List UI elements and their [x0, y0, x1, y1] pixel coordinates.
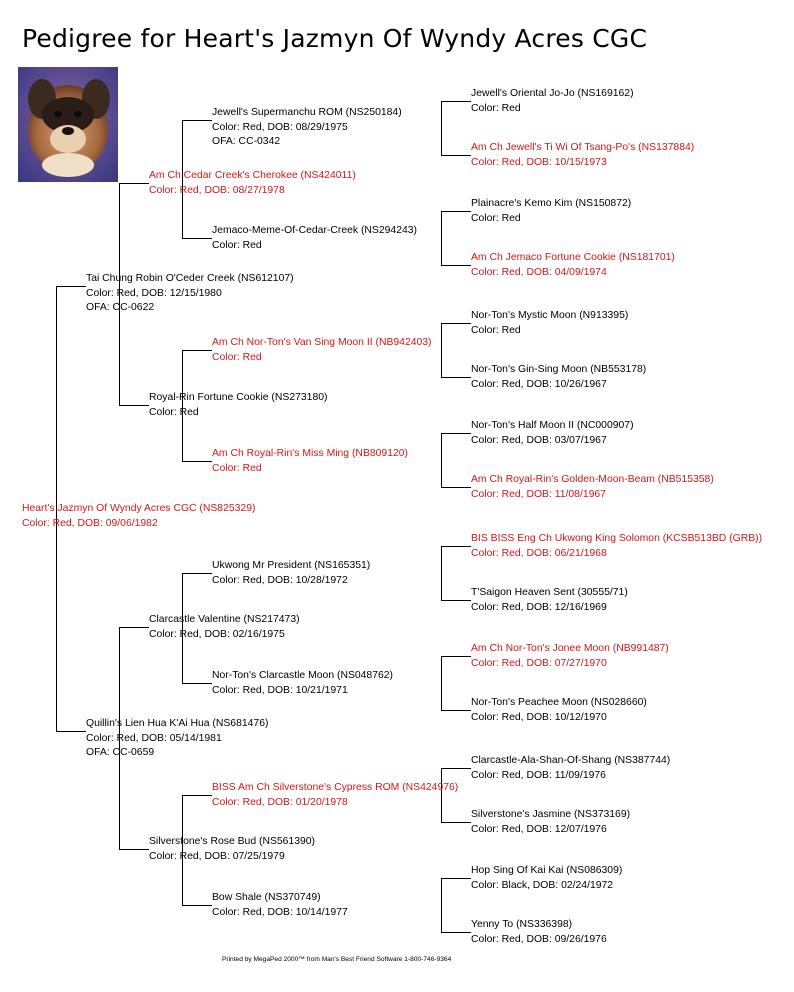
dog-name: Bow Shale (NS370749) — [212, 891, 348, 906]
dog-name: Nor-Ton's Clarcastle Moon (NS048762) — [212, 669, 393, 684]
color-dob: Color: Red, DOB: 10/14/1977 — [212, 906, 348, 921]
color-dob: Color: Red, DOB: 05/14/1981 — [86, 732, 268, 747]
color-dob: Color: Red, DOB: 03/07/1967 — [471, 434, 634, 449]
dog-name: Jewell's Supermanchu ROM (NS250184) — [212, 106, 402, 121]
dog-name: Nor-Ton's Mystic Moon (N913395) — [471, 309, 628, 324]
pedigree-entry: Nor-Ton's Gin-Sing Moon (NB553178)Color:… — [471, 363, 646, 392]
pedigree-entry: Silverstone's Jasmine (NS373169)Color: R… — [471, 808, 630, 837]
dog-name: Tai Chung Robin O'Ceder Creek (NS612107) — [86, 272, 294, 287]
color-dob: Color: Red, DOB: 09/26/1976 — [471, 933, 607, 948]
ofa-number: OFA: CC-0659 — [86, 746, 268, 761]
color-dob: Color: Red, DOB: 10/21/1971 — [212, 684, 393, 699]
dog-name: Nor-Ton's Gin-Sing Moon (NB553178) — [471, 363, 646, 378]
pedigree-entry: Nor-Ton's Half Moon II (NC000907)Color: … — [471, 419, 634, 448]
dog-name: Am Ch Jewell's Ti Wi Of Tsang-Po's (NS13… — [471, 141, 694, 156]
pedigree-entry: Bow Shale (NS370749)Color: Red, DOB: 10/… — [212, 891, 348, 920]
pedigree-entry: Clarcastle-Ala-Shan-Of-Shang (NS387744)C… — [471, 754, 670, 783]
color-dob: Color: Red, DOB: 01/20/1978 — [212, 796, 458, 811]
dog-name: Jemaco-Meme-Of-Cedar-Creek (NS294243) — [212, 224, 417, 239]
dog-name: Yenny To (NS336398) — [471, 918, 607, 933]
dog-name: Heart's Jazmyn Of Wyndy Acres CGC (NS825… — [22, 502, 255, 517]
color-dob: Color: Red — [212, 239, 417, 254]
color-dob: Color: Black, DOB: 02/24/1972 — [471, 879, 622, 894]
dog-name: Am Ch Royal-Rin's Miss Ming (NB809120) — [212, 447, 408, 462]
pedigree-entry: Yenny To (NS336398)Color: Red, DOB: 09/2… — [471, 918, 607, 947]
dog-name: Nor-Ton's Half Moon II (NC000907) — [471, 419, 634, 434]
pedigree-entry: Jewell's Oriental Jo-Jo (NS169162)Color:… — [471, 87, 634, 116]
color-dob: Color: Red — [149, 406, 327, 421]
dog-name: Hop Sing Of Kai Kai (NS086309) — [471, 864, 622, 879]
color-dob: Color: Red — [471, 212, 631, 227]
color-dob: Color: Red, DOB: 11/08/1967 — [471, 488, 714, 503]
dog-name: Am Ch Jemaco Fortune Cookie (NS181701) — [471, 251, 675, 266]
dog-name: Nor-Ton's Peachee Moon (NS028660) — [471, 696, 647, 711]
pedigree-entry: Nor-Ton's Clarcastle Moon (NS048762)Colo… — [212, 669, 393, 698]
pedigree-entry: Am Ch Royal-Rin's Golden-Moon-Beam (NB51… — [471, 473, 714, 502]
dog-name: Quillin's Lien Hua K'Ai Hua (NS681476) — [86, 717, 268, 732]
pedigree-entry: Plainacre's Kemo Kim (NS150872)Color: Re… — [471, 197, 631, 226]
pedigree-entry: Jewell's Supermanchu ROM (NS250184)Color… — [212, 106, 402, 150]
dog-name: Am Ch Royal-Rin's Golden-Moon-Beam (NB51… — [471, 473, 714, 488]
color-dob: Color: Red, DOB: 09/06/1982 — [22, 517, 255, 532]
ofa-number: OFA: CC-0342 — [212, 135, 402, 150]
color-dob: Color: Red, DOB: 12/15/1980 — [86, 287, 294, 302]
printed-by-footer: Printed by MegaPed 2000™ from Man's Best… — [222, 956, 451, 963]
dog-name: Royal-Rin Fortune Cookie (NS273180) — [149, 391, 327, 406]
pedigree-entry: Silverstone's Rose Bud (NS561390)Color: … — [149, 835, 315, 864]
pedigree-entry: Quillin's Lien Hua K'Ai Hua (NS681476)Co… — [86, 717, 268, 761]
color-dob: Color: Red — [471, 102, 634, 117]
dog-name: Jewell's Oriental Jo-Jo (NS169162) — [471, 87, 634, 102]
color-dob: Color: Red, DOB: 12/16/1969 — [471, 601, 628, 616]
dog-name: Silverstone's Jasmine (NS373169) — [471, 808, 630, 823]
color-dob: Color: Red, DOB: 11/09/1976 — [471, 769, 670, 784]
color-dob: Color: Red, DOB: 06/21/1968 — [471, 547, 762, 562]
pedigree-entry: BIS BISS Eng Ch Ukwong King Solomon (KCS… — [471, 532, 762, 561]
dog-name: Am Ch Cedar Creek's Cherokee (NS424011) — [149, 169, 356, 184]
color-dob: Color: Red, DOB: 07/27/1970 — [471, 657, 669, 672]
pedigree-entry: Hop Sing Of Kai Kai (NS086309)Color: Bla… — [471, 864, 622, 893]
pedigree-entry: Am Ch Royal-Rin's Miss Ming (NB809120)Co… — [212, 447, 408, 476]
pedigree-entry: Ukwong Mr President (NS165351)Color: Red… — [212, 559, 370, 588]
pedigree-entry: Clarcastle Valentine (NS217473)Color: Re… — [149, 613, 300, 642]
dog-name: Plainacre's Kemo Kim (NS150872) — [471, 197, 631, 212]
dog-name: BISS Am Ch Silverstone's Cypress ROM (NS… — [212, 781, 458, 796]
pedigree-entry: Tai Chung Robin O'Ceder Creek (NS612107)… — [86, 272, 294, 316]
ofa-number: OFA: CC-0622 — [86, 301, 294, 316]
color-dob: Color: Red, DOB: 08/27/1978 — [149, 184, 356, 199]
color-dob: Color: Red — [471, 324, 628, 339]
dog-name: Am Ch Nor-Ton's Jonee Moon (NB991487) — [471, 642, 669, 657]
pedigree-entry: Am Ch Cedar Creek's Cherokee (NS424011)C… — [149, 169, 356, 198]
pedigree-entry: Jemaco-Meme-Of-Cedar-Creek (NS294243)Col… — [212, 224, 417, 253]
color-dob: Color: Red — [212, 351, 432, 366]
dog-name: Clarcastle Valentine (NS217473) — [149, 613, 300, 628]
pedigree-entry: Am Ch Jewell's Ti Wi Of Tsang-Po's (NS13… — [471, 141, 694, 170]
dog-name: Ukwong Mr President (NS165351) — [212, 559, 370, 574]
dog-name: Silverstone's Rose Bud (NS561390) — [149, 835, 315, 850]
color-dob: Color: Red, DOB: 10/28/1972 — [212, 574, 370, 589]
color-dob: Color: Red, DOB: 10/15/1973 — [471, 156, 694, 171]
dog-name: T'Saigon Heaven Sent (30555/71) — [471, 586, 628, 601]
pedigree-entry: T'Saigon Heaven Sent (30555/71)Color: Re… — [471, 586, 628, 615]
color-dob: Color: Red, DOB: 10/12/1970 — [471, 711, 647, 726]
pedigree-entry: Nor-Ton's Peachee Moon (NS028660)Color: … — [471, 696, 647, 725]
color-dob: Color: Red, DOB: 10/26/1967 — [471, 378, 646, 393]
pedigree-entry: Heart's Jazmyn Of Wyndy Acres CGC (NS825… — [22, 502, 255, 531]
color-dob: Color: Red, DOB: 02/16/1975 — [149, 628, 300, 643]
color-dob: Color: Red, DOB: 08/29/1975 — [212, 121, 402, 136]
dog-name: Am Ch Nor-Ton's Van Sing Moon II (NB9424… — [212, 336, 432, 351]
pedigree-entry: Am Ch Jemaco Fortune Cookie (NS181701)Co… — [471, 251, 675, 280]
pedigree-entry: Am Ch Nor-Ton's Jonee Moon (NB991487)Col… — [471, 642, 669, 671]
pedigree-entry: Royal-Rin Fortune Cookie (NS273180)Color… — [149, 391, 327, 420]
color-dob: Color: Red — [212, 462, 408, 477]
color-dob: Color: Red, DOB: 04/09/1974 — [471, 266, 675, 281]
dog-name: BIS BISS Eng Ch Ukwong King Solomon (KCS… — [471, 532, 762, 547]
pedigree-entry: Nor-Ton's Mystic Moon (N913395)Color: Re… — [471, 309, 628, 338]
dog-name: Clarcastle-Ala-Shan-Of-Shang (NS387744) — [471, 754, 670, 769]
pedigree-entry: Am Ch Nor-Ton's Van Sing Moon II (NB9424… — [212, 336, 432, 365]
pedigree-entry: BISS Am Ch Silverstone's Cypress ROM (NS… — [212, 781, 458, 810]
color-dob: Color: Red, DOB: 07/25/1979 — [149, 850, 315, 865]
color-dob: Color: Red, DOB: 12/07/1976 — [471, 823, 630, 838]
